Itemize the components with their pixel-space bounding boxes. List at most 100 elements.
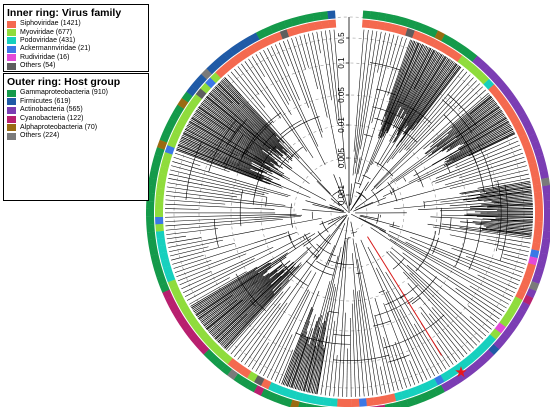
tree-branch — [359, 215, 400, 228]
tree-clade-arc — [237, 146, 249, 166]
tree-branch — [469, 316, 489, 333]
tree-branch — [352, 238, 378, 395]
outer-ring-segment — [542, 230, 550, 240]
tree-branch — [477, 178, 530, 189]
tree-branch — [391, 68, 464, 160]
outer-ring-segment — [384, 403, 393, 407]
inner-ring-segment — [523, 269, 534, 280]
tree-branch — [201, 272, 270, 325]
scale-label: 0.05 — [337, 87, 346, 103]
inner-ring-segment — [156, 237, 166, 247]
tree-branch — [165, 216, 301, 227]
outer-ring-segment — [249, 32, 260, 44]
tree-branch — [283, 41, 310, 108]
outer-ring-segment — [522, 294, 534, 306]
tree-branch — [218, 83, 240, 105]
inner-ring-segment — [468, 64, 479, 75]
tree-branch — [409, 360, 420, 384]
inner-ring-segment — [398, 25, 408, 36]
tree-branch — [207, 94, 290, 163]
legend-swatch — [7, 37, 16, 45]
tree-branch — [479, 183, 531, 193]
tree-branch — [429, 313, 464, 358]
inner-ring-segment — [286, 27, 296, 37]
tree-branch — [441, 214, 533, 218]
tree-branch — [208, 265, 288, 333]
tree-branch — [391, 247, 492, 330]
tree-branch — [212, 271, 284, 337]
tree-branch — [274, 245, 336, 382]
tree-branch — [270, 334, 293, 380]
tree-branch — [274, 44, 300, 101]
tree-branch — [316, 336, 328, 395]
tree-branch — [373, 80, 477, 188]
inner-ring-segment — [300, 23, 310, 33]
outer-ring-segment — [406, 19, 417, 30]
inner-ring-segment — [464, 354, 475, 366]
outer-ring-segment — [534, 267, 545, 277]
tree-branch — [165, 203, 275, 210]
tree-branch — [244, 61, 307, 152]
tree-branch — [397, 56, 447, 135]
tree-branch — [220, 80, 281, 143]
outer-ring-segment — [542, 185, 550, 194]
tree-branch — [205, 260, 291, 330]
inner-ring-segment — [176, 298, 188, 309]
tree-branch — [346, 348, 348, 397]
inner-ring-segment — [245, 44, 257, 56]
tree-branch — [436, 101, 497, 148]
tree-clade-arc — [317, 231, 331, 245]
inner-ring-segment — [201, 333, 213, 345]
tree-branch — [204, 98, 282, 160]
outer-ring-segment — [214, 359, 227, 371]
tree-branch — [286, 353, 300, 387]
tree-branch — [293, 328, 313, 389]
legend-item-gammaproteobacteria: Gammaproteobacteria (910) — [4, 89, 148, 98]
tree-branch — [464, 117, 507, 144]
tree-branch — [198, 256, 287, 319]
outer-ring-segment — [420, 391, 431, 402]
outer-ring-segment — [146, 200, 155, 210]
tree-branch — [404, 59, 451, 129]
tree-branch — [185, 127, 252, 163]
outer-ring-segment — [146, 231, 156, 241]
legend-outer-ring: Outer ring: Host group Gammaproteobacter… — [3, 73, 149, 201]
inner-ring-segment — [492, 89, 504, 101]
tree-branch — [217, 271, 289, 343]
tree-branch — [168, 217, 322, 248]
inner-ring-segment — [427, 378, 438, 389]
inner-ring-segment — [533, 191, 543, 200]
inner-ring-segment — [170, 285, 181, 296]
tree-clade-arc — [372, 320, 392, 327]
outer-ring-segment — [313, 404, 322, 407]
inner-ring-segment — [373, 396, 382, 406]
tree-branch — [418, 203, 533, 210]
tree-branch — [380, 43, 422, 139]
tree-branch — [483, 196, 533, 202]
tree-branch — [165, 208, 199, 210]
tree-branch — [371, 83, 480, 192]
tree-branch — [350, 181, 369, 211]
tree-branch — [196, 109, 283, 169]
inner-ring-segment — [526, 155, 537, 165]
tree-branch — [313, 344, 324, 394]
tree-clade-arc — [213, 218, 219, 247]
inner-ring-segment — [239, 48, 251, 60]
inner-ring-segment — [344, 398, 352, 407]
outer-ring-segment — [262, 26, 273, 37]
tree-branch — [220, 282, 283, 346]
outer-ring-segment — [149, 246, 159, 256]
tree-branch — [439, 109, 502, 153]
tree-branch — [180, 137, 251, 170]
tree-branch — [449, 112, 504, 148]
tree-branch — [208, 93, 283, 157]
outer-ring-segment — [447, 377, 459, 389]
tree-branch — [440, 190, 532, 203]
tree-branch — [234, 68, 266, 108]
tree-clade-arc — [333, 354, 390, 361]
inner-ring-segment — [412, 30, 423, 41]
tree-branch — [383, 336, 399, 391]
tree-branch — [168, 178, 268, 198]
outer-ring-segment — [543, 200, 550, 209]
outer-ring-segment — [327, 10, 336, 20]
